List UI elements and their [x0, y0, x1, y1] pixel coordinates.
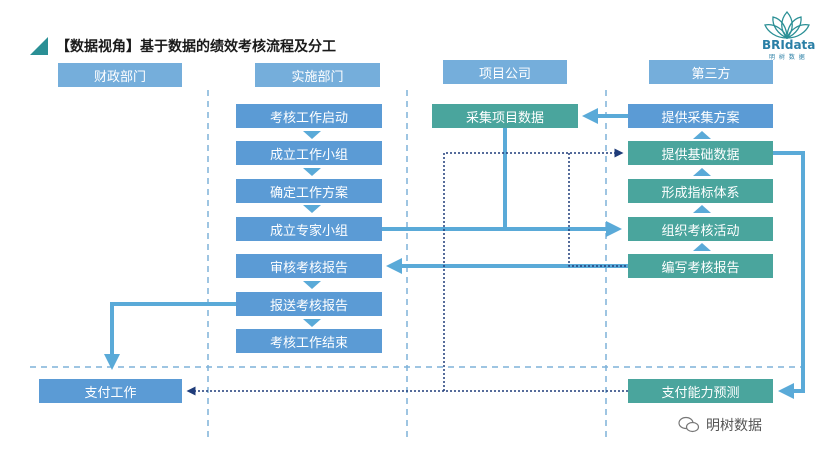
step-payment-work: 支付工作: [39, 379, 182, 403]
step-confirm-work-plan: 确定工作方案: [236, 179, 382, 203]
watermark: 明树数据: [678, 414, 762, 436]
step-payment-capability-forecast: 支付能力预测: [628, 379, 773, 403]
column-header-finance: 财政部门: [58, 63, 182, 87]
step-end-assessment: 考核工作结束: [236, 329, 382, 353]
column-header-third-party: 第三方: [649, 60, 773, 84]
step-collect-project-data: 采集项目数据: [432, 104, 578, 128]
step-write-report: 编写考核报告: [628, 254, 773, 278]
logo-text: BRIdata: [762, 38, 816, 52]
diagram-title: 【数据视角】基于数据的绩效考核流程及分工: [56, 39, 336, 55]
step-provide-collection-plan: 提供采集方案: [628, 104, 773, 128]
step-form-work-group: 成立工作小组: [236, 141, 382, 165]
step-provide-base-data: 提供基础数据: [628, 141, 773, 165]
column-header-implement: 实施部门: [255, 63, 380, 87]
step-form-expert-group: 成立专家小组: [236, 217, 382, 241]
step-submit-report: 报送考核报告: [236, 292, 382, 316]
step-start-assessment: 考核工作启动: [236, 104, 382, 128]
logo-subtitle: 明 树 数 据: [769, 54, 806, 61]
diagram-title-wrap: 【数据视角】基于数据的绩效考核流程及分工: [30, 35, 336, 57]
watermark-text: 明树数据: [706, 418, 762, 434]
step-form-indicator-system: 形成指标体系: [628, 179, 773, 203]
step-review-report: 审核考核报告: [236, 254, 382, 278]
wechat-icon: [678, 416, 700, 433]
column-header-project-company: 项目公司: [443, 60, 567, 84]
step-organize-assessment: 组织考核活动: [628, 217, 773, 241]
title-triangle-icon: [30, 37, 48, 55]
bridata-logo-icon: [764, 11, 810, 40]
